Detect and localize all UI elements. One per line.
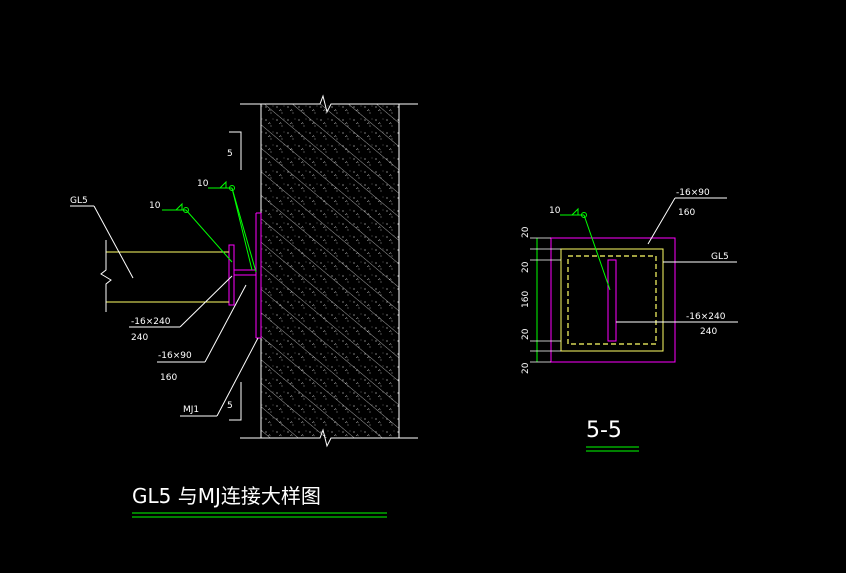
plate-top-spec: -16×90 <box>676 188 710 198</box>
dimension-chain: 20 20 160 20 20 <box>521 226 561 374</box>
label-gl5-55: GL5 <box>663 252 737 263</box>
tube-outer <box>560 248 664 352</box>
dim-4: 20 <box>521 328 531 340</box>
weld-size-55: 10 <box>549 206 561 216</box>
weld-symbol-55: 10 <box>549 206 611 291</box>
label-plate-side-55: -16×240 240 <box>616 312 738 337</box>
plate1-len: 240 <box>131 333 148 343</box>
label-gl5-left: GL5 <box>70 196 134 279</box>
weld-symbol-2: 10 <box>197 179 257 273</box>
plate2-spec: -16×90 <box>158 351 192 361</box>
section-mark-bottom: 5 <box>227 382 242 421</box>
section-mark-bottom-text: 5 <box>227 401 233 411</box>
detail-title: GL5 与MJ连接大样图 <box>132 484 321 508</box>
weld-symbol-1: 10 <box>149 201 233 263</box>
outer-plate <box>550 237 676 363</box>
section-55: 20 20 160 20 20 10 -16×90 160 GL5 -16× <box>521 188 738 452</box>
embed-plate-mj1 <box>255 212 262 339</box>
label-mj1: MJ1 <box>180 337 259 417</box>
connection-plates <box>228 244 256 306</box>
member-label-gl5: GL5 <box>70 196 88 206</box>
break-line-top <box>240 94 418 114</box>
dim-1: 20 <box>521 226 531 238</box>
plate-top-len: 160 <box>678 208 695 218</box>
label-plate2: -16×90 160 <box>157 284 247 383</box>
break-line-bottom <box>240 428 418 448</box>
dim-3: 160 <box>521 291 531 308</box>
label-plate1: -16×240 240 <box>129 275 233 343</box>
concrete-wall <box>240 94 418 448</box>
tube-inner-dashed <box>567 255 657 345</box>
section-title-55: 5-5 <box>586 418 622 443</box>
section-mark-top: 5 <box>227 131 242 170</box>
center-plate <box>607 259 617 342</box>
left-detail: 5 5 10 10 GL5 <box>70 94 418 518</box>
dim-2: 20 <box>521 261 531 273</box>
embed-label-mj1: MJ1 <box>183 405 199 415</box>
plate-side-spec: -16×240 <box>686 312 726 322</box>
weld-size-1: 10 <box>149 201 161 211</box>
label-plate-top-55: -16×90 160 <box>647 188 727 245</box>
plate1-spec: -16×240 <box>131 317 171 327</box>
dim-5: 20 <box>521 362 531 374</box>
member-label-55: GL5 <box>711 252 729 262</box>
weld-size-2: 10 <box>197 179 209 189</box>
section-mark-top-text: 5 <box>227 149 233 159</box>
plate-side-len: 240 <box>700 327 717 337</box>
beam-gl5 <box>100 240 229 312</box>
plate2-len: 160 <box>160 373 177 383</box>
